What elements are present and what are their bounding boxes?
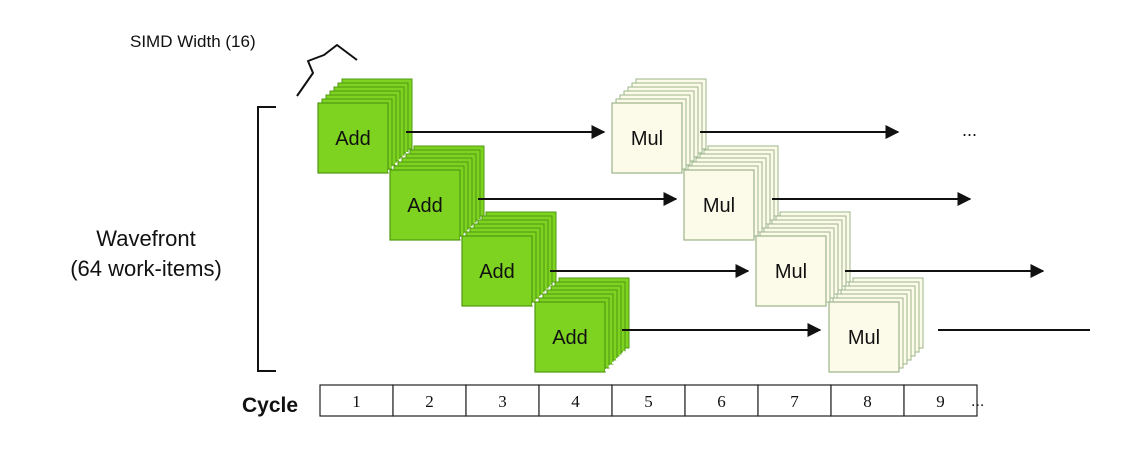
pipeline-arrows <box>406 125 1090 337</box>
add-stack-4-edge-dot <box>615 358 618 361</box>
add-stack-1-front <box>317 102 389 174</box>
cycle-label: Cycle <box>242 394 298 417</box>
cycle-cell <box>903 384 978 417</box>
cycle-cell <box>538 384 613 417</box>
add-stack-3-edge-dot <box>532 303 535 306</box>
mul-stack-4-label: Mul <box>848 327 880 349</box>
cycle-cell-number: 1 <box>352 392 361 411</box>
add-stack-1-edge-dot <box>391 166 394 169</box>
cycle-cell-number: 7 <box>790 392 799 411</box>
mul-stack-4: Mul <box>828 277 924 373</box>
add-stack-4-edge-dot <box>612 361 615 364</box>
add-stack-1-edge-dot <box>402 155 405 158</box>
mul-stack-2: Mul <box>683 145 779 241</box>
add-stack-1-edge-dot <box>406 152 409 155</box>
add-stack-1-edge-dot <box>398 159 401 162</box>
add-stack-4-edge-dot <box>623 351 626 354</box>
cycle-cell <box>319 384 394 417</box>
wavefront-items-label: (64 work-items) <box>70 256 222 281</box>
mul-stack-1-label: Mul <box>631 128 663 150</box>
add-stack-4: Add <box>534 277 630 373</box>
cycle-trailing-ellipsis: ... <box>971 393 984 410</box>
cycle-cell <box>757 384 832 417</box>
cycle-row: 1 2 3 4 5 6 7 8 9 <box>319 384 978 417</box>
add-stack-3: Add <box>461 211 557 307</box>
add-stack-3-edge-dot <box>542 292 545 295</box>
add-stack-4-edge-dot <box>619 354 622 357</box>
add-stack-4-front <box>534 301 606 373</box>
simd-width-brace <box>296 44 358 97</box>
add-stack-3-edge-dot <box>539 295 542 298</box>
add-stack-3-label: Add <box>479 261 515 283</box>
add-stack-2-front <box>389 169 461 241</box>
mul-stack-3: Mul <box>755 211 851 307</box>
wavefront-label: Wavefront <box>96 226 195 251</box>
mul-stack-3-front <box>755 235 827 307</box>
add-stack-2-edge-dot <box>463 233 466 236</box>
add-stack-3-front <box>461 235 533 307</box>
cycle-cell-number: 2 <box>425 392 434 411</box>
cycle-cell-number: 8 <box>863 392 872 411</box>
cycle-cell-number: 5 <box>644 392 653 411</box>
add-stack-1-edge-dot <box>388 170 391 173</box>
add-stack-3-edge-dot <box>535 299 538 302</box>
add-stack-2-edge-dot <box>467 229 470 232</box>
add-stack-4-edge-dot <box>608 365 611 368</box>
cycle-cell <box>392 384 467 417</box>
mul-stack-1: Mul <box>611 78 707 174</box>
mul-stack-4-front <box>828 301 900 373</box>
add-stack-1-label: Add <box>335 128 371 150</box>
add-stack-4-label: Add <box>552 327 588 349</box>
cycle-cell <box>465 384 540 417</box>
cycle-cell-number: 9 <box>936 392 945 411</box>
add-stack-2: Add <box>389 145 485 241</box>
simd-width-label: SIMD Width (16) <box>130 32 256 51</box>
cycle-cell-number: 6 <box>717 392 726 411</box>
add-stack-4-edge-dot <box>605 369 608 372</box>
add-stack-2-edge-dot <box>470 226 473 229</box>
cycle-cell-number: 3 <box>498 392 507 411</box>
cycle-cell-number: 4 <box>571 392 580 411</box>
continuation-ellipsis: ... <box>962 120 977 140</box>
mul-stack-2-front <box>683 169 755 241</box>
mul-stack-1-front <box>611 102 683 174</box>
mul-stack-3-label: Mul <box>775 261 807 283</box>
mul-stack-2-label: Mul <box>703 195 735 217</box>
cycle-cell <box>611 384 686 417</box>
add-stack-2-label: Add <box>407 195 443 217</box>
add-stack-1-edge-dot <box>395 162 398 165</box>
add-stack-1: Add <box>317 78 413 174</box>
add-stack-2-edge-dot <box>460 237 463 240</box>
wavefront-bracket <box>257 106 276 372</box>
cycle-cell <box>830 384 905 417</box>
